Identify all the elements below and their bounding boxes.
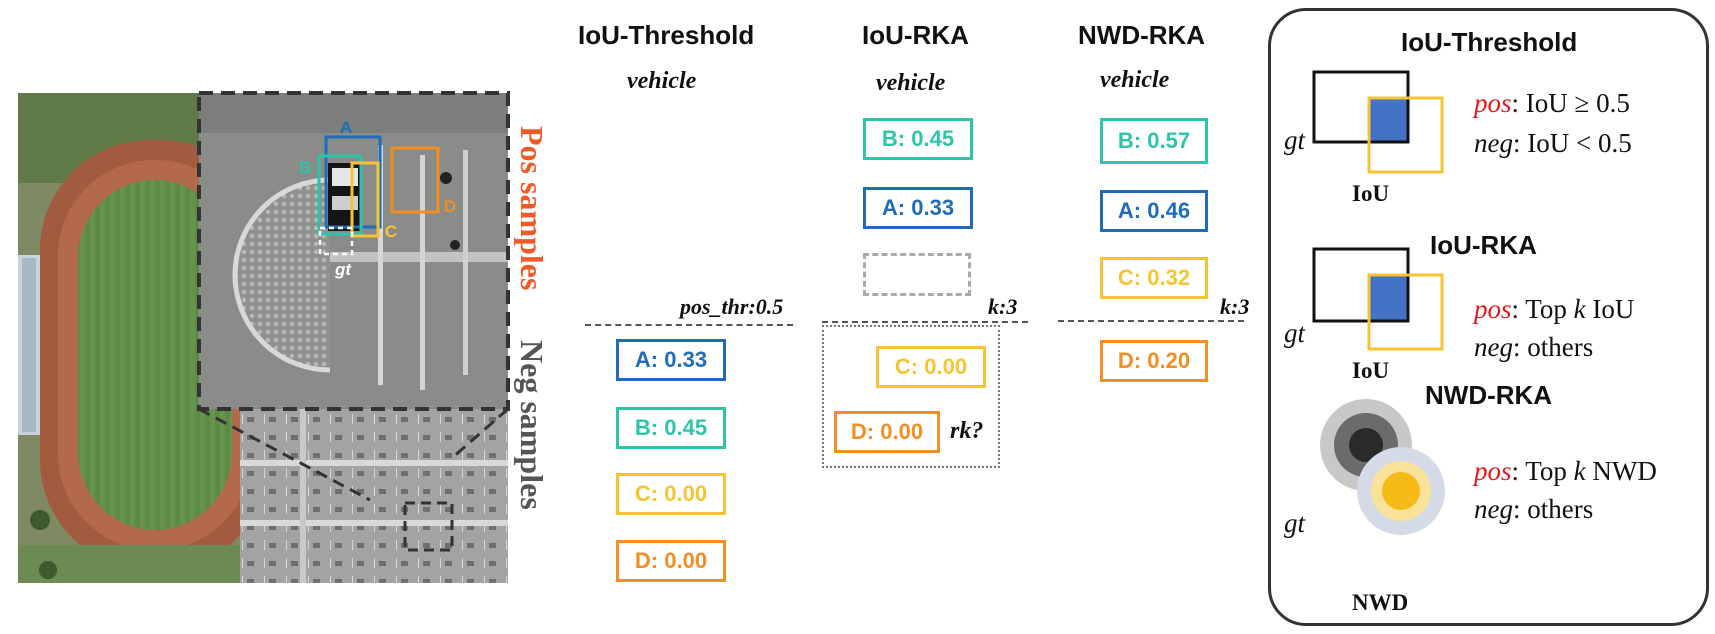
anchor-label-c: C: [385, 222, 397, 241]
anchor-box-c: [350, 161, 380, 238]
anchor-box-shape: [1367, 273, 1444, 351]
score-box-c: C: 0.00: [616, 473, 726, 515]
anchor-gaussian-core: [1382, 472, 1420, 510]
score-box-a: A: 0.46: [1100, 190, 1208, 232]
score-box-d: D: 0.20: [1100, 340, 1208, 382]
anchor-label-d: D: [444, 197, 456, 216]
gt-box-shape: [1312, 70, 1410, 144]
column-title-nwd-rka: NWD-RKA: [1078, 20, 1206, 50]
legend-diagram-label: IoU: [1352, 181, 1390, 206]
threshold-divider: [1058, 320, 1244, 322]
anchor-box-shape: [1367, 96, 1444, 174]
legend-gt-label: gt: [1284, 508, 1306, 538]
legend-gt-label: gt: [1284, 318, 1306, 348]
anchor-box-d: [390, 146, 440, 214]
score-box-a: A: 0.33: [863, 187, 973, 229]
legend-diagram-label: IoU: [1352, 358, 1390, 383]
score-box-a: A: 0.33: [616, 339, 726, 381]
score-box-b: B: 0.45: [616, 407, 726, 449]
legend-pos-rule: pos: Top k NWD: [1474, 456, 1657, 486]
threshold-label: k:3: [988, 294, 1018, 319]
threshold-label: k:3: [1220, 294, 1250, 319]
legend-title-iou-threshold: IoU-Threshold: [1401, 27, 1578, 57]
score-box-d: D: 0.00: [834, 411, 940, 453]
legend-gt-label: gt: [1284, 125, 1306, 155]
score-box-b: B: 0.45: [863, 118, 973, 160]
column-title-iou-threshold: IoU-Threshold: [578, 20, 755, 50]
empty-slot-box: [863, 253, 971, 296]
threshold-label: pos_thr:0.5: [680, 294, 784, 319]
iou-overlap-area: [1369, 98, 1408, 142]
aerial-image-panel: A B C D gt: [18, 91, 510, 583]
class-label-vehicle: vehicle: [876, 70, 946, 96]
legend-neg-rule: neg: others: [1474, 494, 1594, 524]
zoom-connector-line: [198, 407, 371, 502]
class-label-vehicle: vehicle: [627, 68, 697, 94]
iou-overlap-area: [1369, 275, 1408, 321]
anchor-label-a: A: [340, 118, 352, 137]
gt-box: [318, 226, 354, 256]
class-label-vehicle: vehicle: [1100, 67, 1170, 93]
legend-title-nwd-rka: NWD-RKA: [1425, 380, 1553, 410]
legend-shapes: [1312, 70, 1445, 535]
legend-neg-rule: neg: others: [1474, 332, 1594, 362]
threshold-divider: [822, 321, 1028, 323]
anchor-label-b: B: [299, 158, 311, 177]
column-title-iou-rka: IoU-RKA: [862, 20, 969, 50]
zoom-inset-image: [199, 93, 508, 409]
zoom-inset-frame: [197, 91, 510, 411]
score-box-b: B: 0.57: [1100, 118, 1208, 164]
pos-samples-label: Pos samples: [514, 126, 550, 291]
threshold-divider: [585, 324, 793, 326]
score-box-c: C: 0.32: [1100, 257, 1208, 299]
legend-title-iou-rka: IoU-RKA: [1430, 230, 1537, 260]
ranking-group-box: [822, 325, 1000, 468]
gt-label: gt: [334, 260, 352, 279]
legend-pos-rule: pos: IoU ≥ 0.5: [1474, 88, 1630, 118]
legend-pos-rule: pos: Top k IoU: [1474, 294, 1635, 324]
score-box-d: D: 0.00: [616, 540, 726, 582]
legend-diagram-label: NWD: [1352, 590, 1409, 615]
anchor-box-b: [317, 154, 363, 236]
gt-gaussian-core: [1349, 428, 1383, 462]
neg-samples-label: Neg samples: [514, 340, 550, 510]
zoom-source-box: [403, 501, 454, 552]
score-box-c: C: 0.00: [876, 346, 986, 388]
zoom-connector-line: [451, 407, 509, 460]
legend-text-layer: gt IoU pos: IoU ≥ 0.5 neg: IoU < 0.5 IoU…: [1268, 8, 1709, 626]
legend-panel: IoU-Threshold: [1268, 8, 1709, 626]
legend-neg-rule: neg: IoU < 0.5: [1474, 128, 1632, 158]
rank-question-label: rk?: [950, 418, 984, 444]
gt-box-shape: [1312, 247, 1410, 323]
